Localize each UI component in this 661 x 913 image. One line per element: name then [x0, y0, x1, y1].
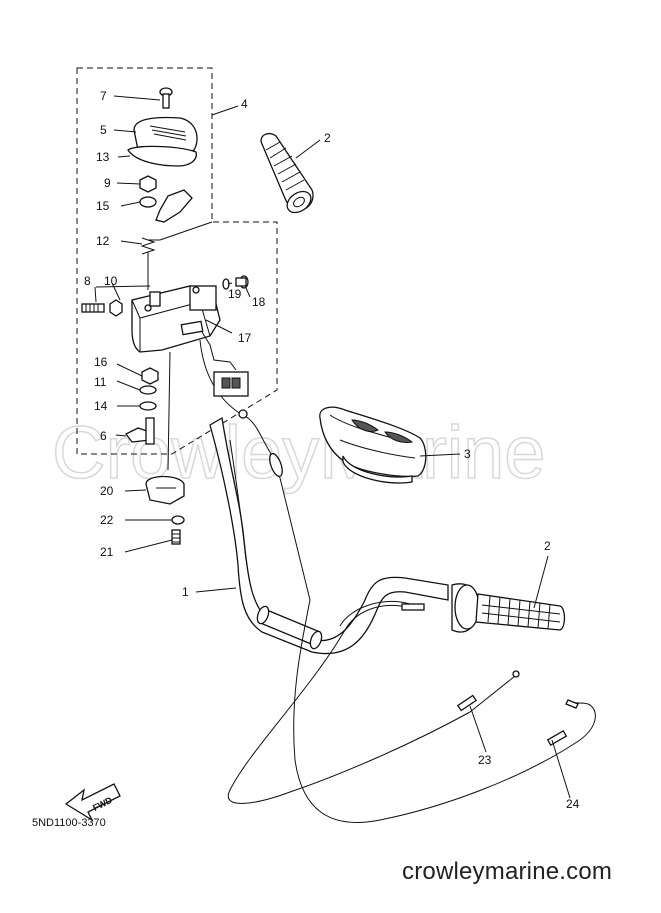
- drawing-code: 5ND1100-3370: [32, 817, 106, 829]
- callout-22: 22: [100, 513, 114, 527]
- callout-19: 19: [228, 287, 242, 301]
- left-grip[interactable]: [260, 132, 315, 217]
- watermark-text: CrowleyMarine: [52, 411, 545, 494]
- plate-15[interactable]: [139, 189, 193, 223]
- screw-21[interactable]: [171, 529, 181, 545]
- callout-7: 7: [100, 89, 107, 103]
- website-link[interactable]: crowleymarine.com: [402, 858, 613, 885]
- callout-16: 16: [94, 355, 108, 369]
- lever-6[interactable]: [125, 417, 155, 445]
- callout-14: 14: [94, 399, 108, 413]
- washer-22[interactable]: [171, 515, 185, 525]
- callout-5: 5: [100, 123, 107, 137]
- callout-1: 1: [182, 585, 189, 599]
- assembly-boundary: [76, 67, 278, 455]
- nut-10[interactable]: [109, 299, 123, 317]
- right-grip[interactable]: [451, 583, 566, 633]
- callout-8: 8: [84, 274, 91, 288]
- callout-10: 10: [104, 274, 118, 288]
- screw-18[interactable]: [235, 275, 249, 289]
- fwd-arrow-icon: FWD: [64, 783, 121, 822]
- callout-6: 6: [100, 429, 107, 443]
- cover-screw[interactable]: [159, 87, 173, 109]
- switch-housing[interactable]: [131, 285, 249, 397]
- callout-11: 11: [94, 375, 107, 389]
- callout-2-upper: 2: [324, 131, 331, 145]
- cover-gasket[interactable]: [127, 145, 197, 167]
- handlebar-pad[interactable]: [319, 406, 427, 484]
- callout-20: 20: [100, 484, 114, 498]
- callout-2-lower: 2: [544, 539, 551, 553]
- callout-3: 3: [464, 447, 471, 461]
- washer-11[interactable]: [139, 385, 157, 395]
- callout-23: 23: [478, 753, 492, 767]
- clamp-20[interactable]: [145, 475, 185, 505]
- callout-9: 9: [104, 176, 111, 190]
- washer-14[interactable]: [139, 401, 157, 411]
- callout-18: 18: [252, 295, 266, 309]
- callout-4: 4: [241, 97, 248, 111]
- switch-wire: [199, 339, 281, 479]
- callout-21: 21: [100, 545, 114, 559]
- callout-12: 12: [96, 234, 110, 248]
- handlebar[interactable]: [209, 416, 449, 655]
- spring-12[interactable]: [140, 237, 156, 255]
- bolt-8[interactable]: [81, 303, 105, 313]
- leader-lines: [94, 95, 571, 799]
- callout-24: 24: [566, 797, 580, 811]
- callout-13: 13: [96, 150, 110, 164]
- callout-17: 17: [238, 331, 252, 345]
- callouts: 7 5 13 9 15 4 2 12 8 10 19 18 17 16 11 1…: [84, 89, 580, 811]
- callout-15: 15: [96, 199, 110, 213]
- nut-16[interactable]: [141, 367, 159, 385]
- throttle-cable[interactable]: [227, 600, 520, 804]
- nut-9[interactable]: [139, 175, 157, 193]
